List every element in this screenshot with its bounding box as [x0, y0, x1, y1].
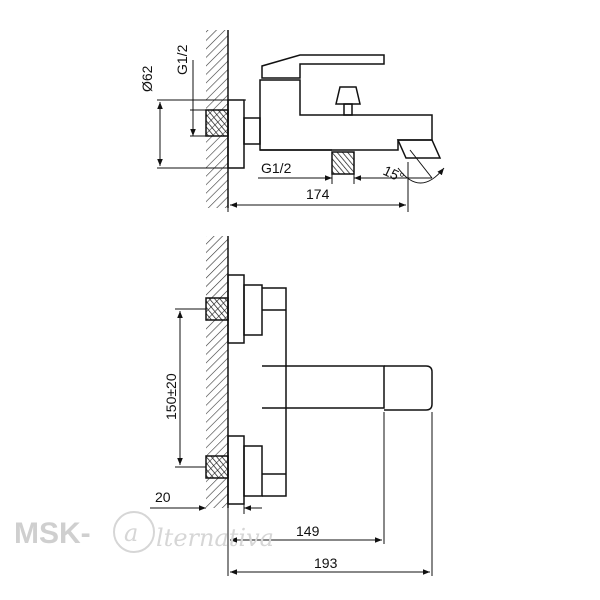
top-view [205, 30, 442, 208]
front-view [205, 236, 433, 508]
watermark-script: lternativa [156, 524, 274, 552]
upper-nut-front [243, 284, 263, 336]
front-view-dimensions [150, 308, 433, 576]
shower-outlet-top [331, 151, 355, 175]
watermark-at-letter: a [124, 519, 138, 547]
angle-arc [397, 167, 445, 184]
upper-thread-front [205, 297, 229, 321]
eccentric-thread-top [205, 109, 229, 137]
diameter-label: Ø62 [139, 65, 155, 92]
length-label: 174 [306, 186, 330, 202]
cover-flange-top [227, 99, 245, 169]
watermark-at-icon [113, 511, 155, 553]
body-column-front [262, 287, 287, 497]
top-view-dimensions [157, 60, 445, 212]
watermark-brand: MSK- [14, 517, 91, 550]
body-length-label: 149 [296, 523, 320, 539]
lower-thread-front [205, 455, 229, 479]
lower-nut-front [243, 445, 263, 497]
overall-length-label: 193 [314, 555, 338, 571]
thread-label-vertical: G1/2 [174, 44, 190, 75]
front-view-labels: 150±20 20 149 193 [155, 373, 338, 571]
upper-flange-front [227, 274, 245, 344]
thread-label-horizontal: G1/2 [261, 160, 292, 176]
spout-tip-top [396, 139, 442, 159]
lower-flange-front [227, 435, 245, 505]
lever-handle-top [261, 54, 385, 79]
top-view-labels: Ø62 G1/2 G1/2 15° 174 [139, 44, 407, 202]
diverter-knob-top [335, 86, 361, 105]
spout-front [286, 365, 385, 409]
watermark: MSK- a lternativa [14, 511, 274, 553]
spout-end-front [384, 365, 433, 411]
wall-offset-label: 20 [155, 489, 171, 505]
connector-top [243, 117, 261, 145]
spacing-label: 150±20 [163, 373, 179, 420]
angle-label: 15° [381, 162, 407, 185]
diverter-stem-top [343, 103, 353, 116]
